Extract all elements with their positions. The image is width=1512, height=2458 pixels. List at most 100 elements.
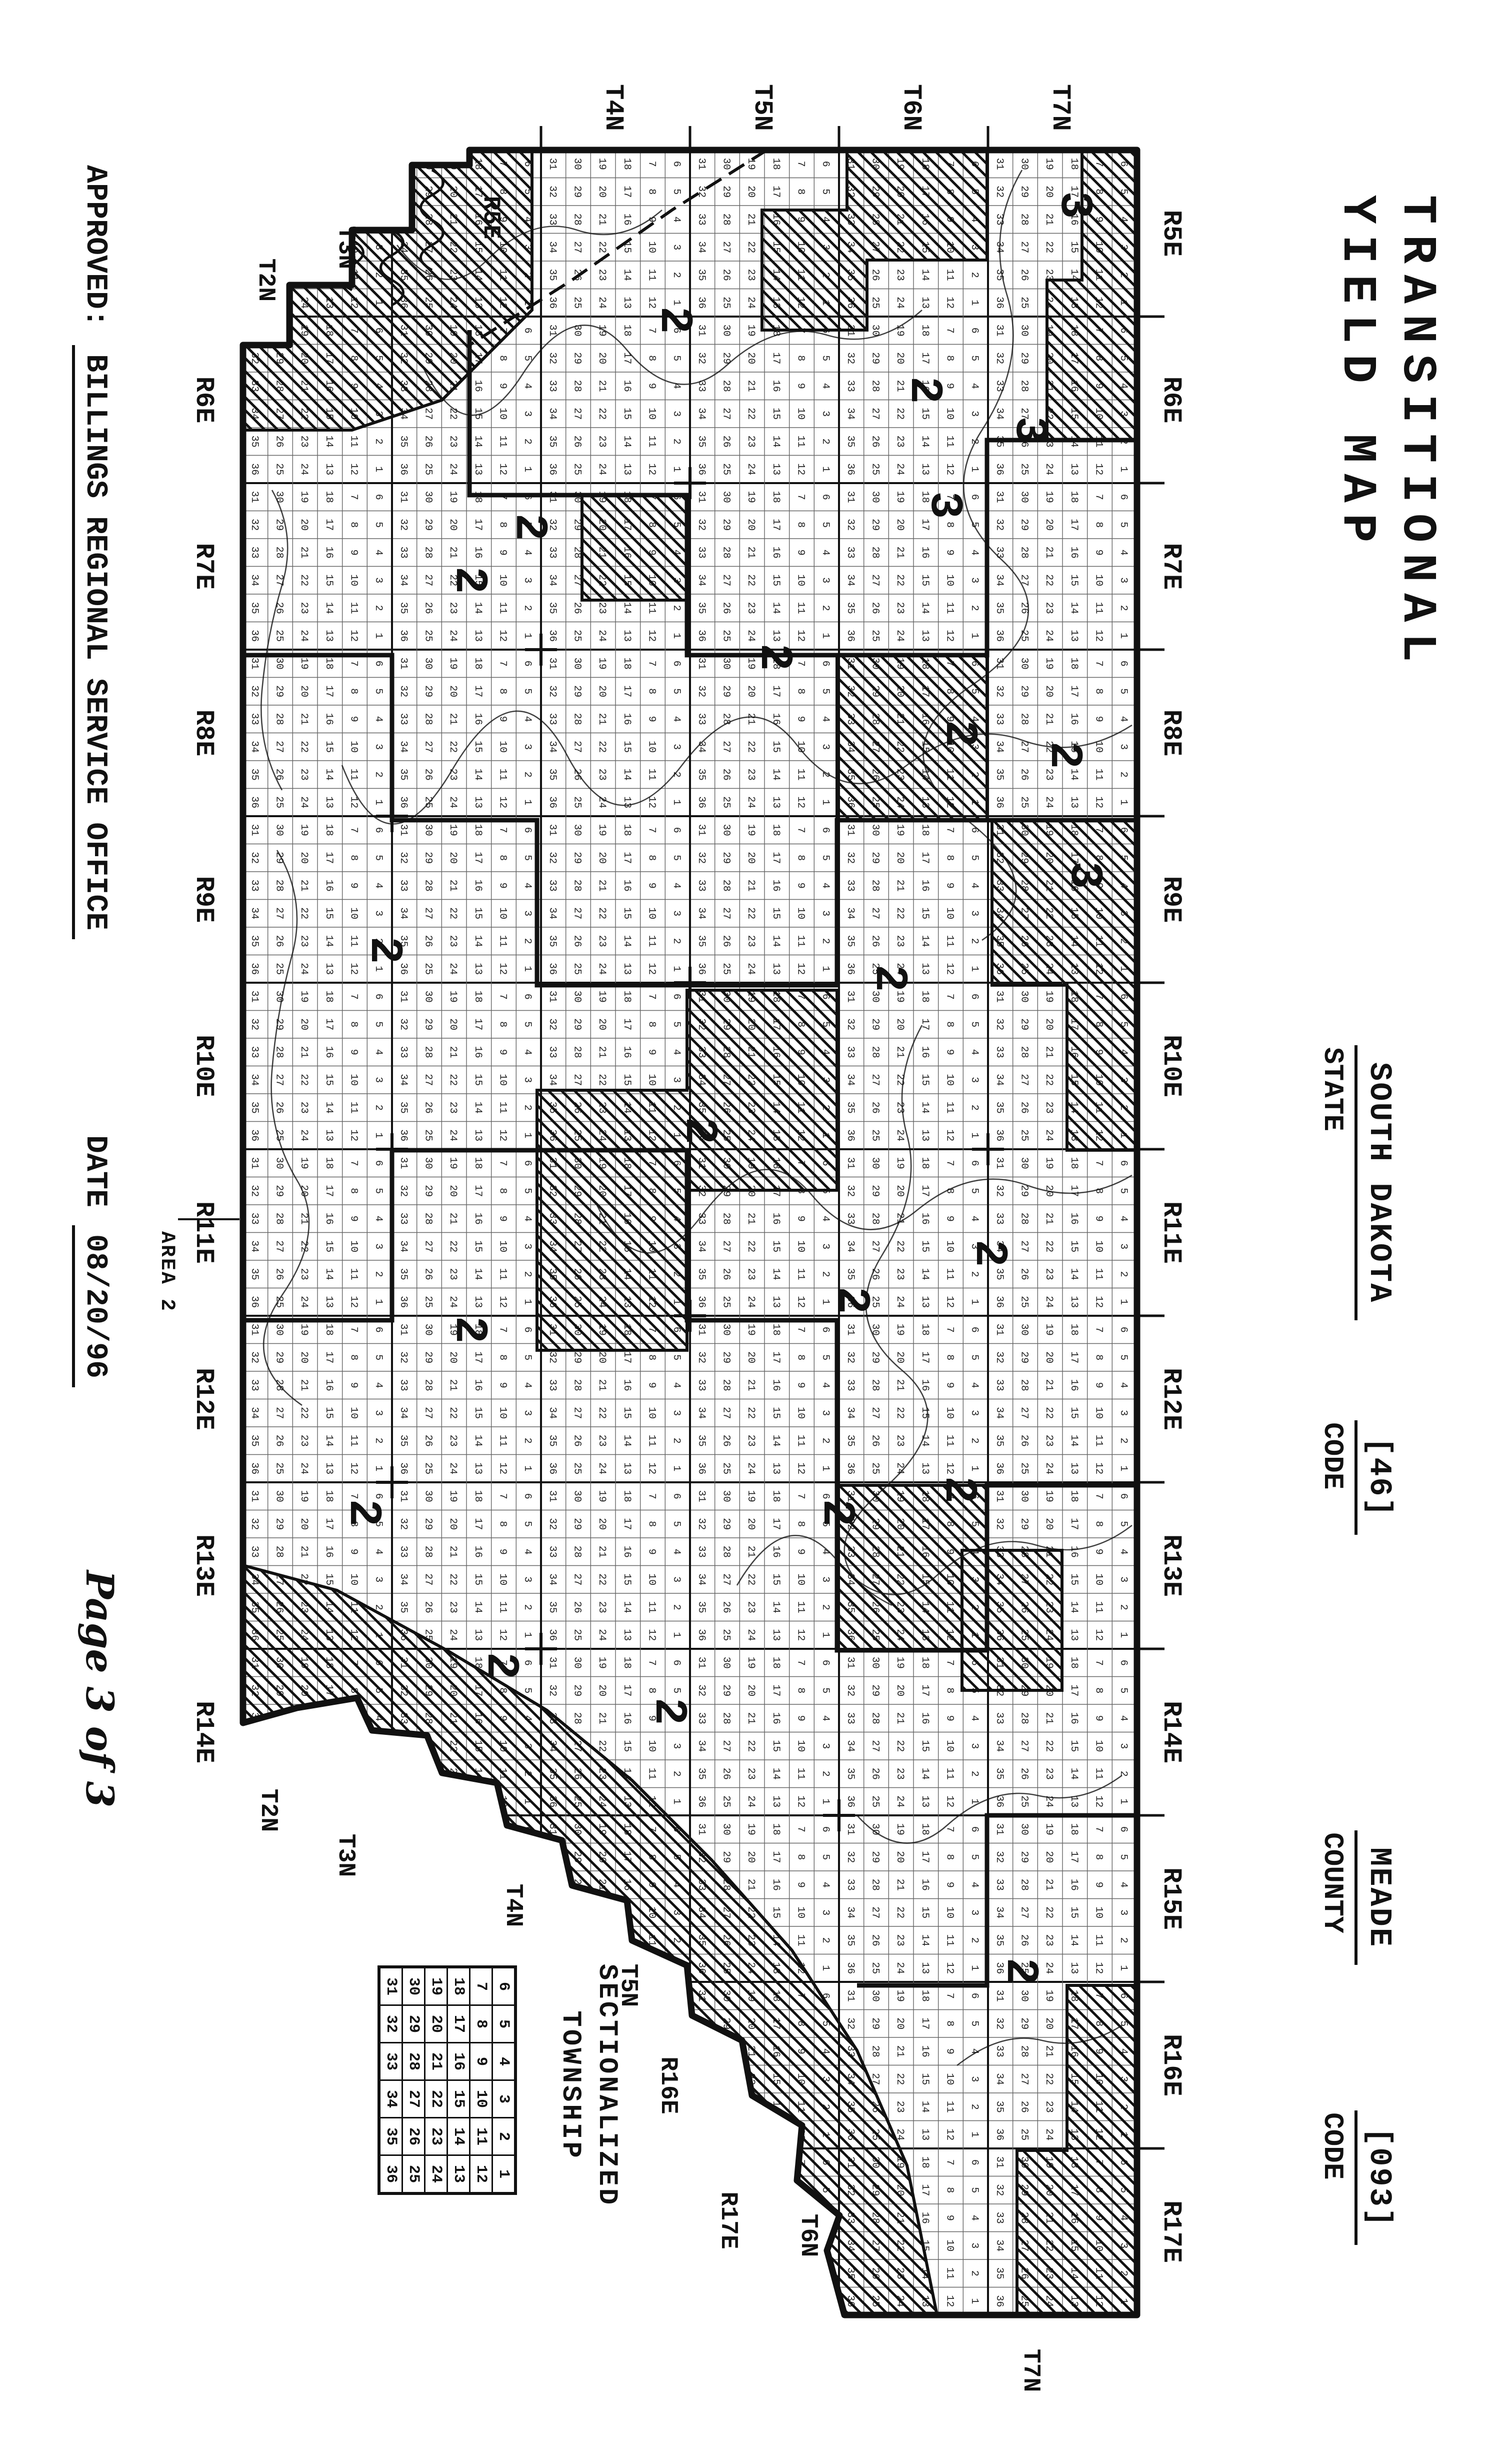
section-number: 14 xyxy=(1068,1601,1080,1613)
section-number: 31 xyxy=(248,491,260,503)
section-number: 16 xyxy=(621,880,632,892)
section-number: 12 xyxy=(795,1629,806,1641)
section-number: 34 xyxy=(994,1740,1005,1752)
section-number: 23 xyxy=(298,602,310,614)
section-number: 13 xyxy=(919,630,930,642)
section-number: 22 xyxy=(1043,1906,1054,1918)
section-number: 28 xyxy=(274,713,285,725)
section-number: 15 xyxy=(919,1740,930,1752)
section-number: 15 xyxy=(919,408,930,420)
section-number: 14 xyxy=(323,1435,334,1447)
section-number: 29 xyxy=(870,1351,881,1363)
section-number: 10 xyxy=(497,1573,508,1585)
section-number: 2 xyxy=(372,1604,384,1610)
legend-section-number: 2 xyxy=(492,2117,516,2155)
section-number: 35 xyxy=(248,1102,260,1114)
section-number: 35 xyxy=(398,1268,409,1280)
state-code-value: [46] xyxy=(1354,1420,1397,1535)
section-number: 14 xyxy=(919,1268,930,1280)
section-number: 18 xyxy=(1068,158,1080,170)
section-number: 29 xyxy=(422,1185,434,1197)
section-number: 3 xyxy=(968,1743,980,1749)
section-number: 32 xyxy=(994,1185,1005,1197)
section-number: 32 xyxy=(546,519,558,531)
section-number: 21 xyxy=(1043,1213,1054,1225)
section-number: 2 xyxy=(670,439,682,445)
section-number: 7 xyxy=(646,1493,658,1499)
section-number: 8 xyxy=(795,688,806,694)
section-number: 23 xyxy=(298,1268,310,1280)
section-number: 30 xyxy=(422,1823,434,1835)
section-number: 35 xyxy=(696,2267,707,2279)
section-number: 17 xyxy=(323,685,334,697)
section-number: 15 xyxy=(323,2073,334,2085)
section-number: 13 xyxy=(323,1962,334,1974)
section-number: 3 xyxy=(372,1243,384,1249)
section-number: 6 xyxy=(522,2159,533,2165)
section-number: 35 xyxy=(546,269,558,281)
section-number: 27 xyxy=(1018,1740,1030,1752)
section-number: 33 xyxy=(696,380,707,392)
section-number: 30 xyxy=(274,1157,285,1169)
section-number: 31 xyxy=(248,2156,260,2168)
section-number: 29 xyxy=(870,352,881,364)
section-number: 14 xyxy=(323,935,334,947)
section-number: 13 xyxy=(919,1129,930,1141)
section-number: 10 xyxy=(646,241,658,253)
section-number: 34 xyxy=(696,1740,707,1752)
section-number: 25 xyxy=(720,1296,732,1308)
section-number: 10 xyxy=(348,1740,360,1752)
section-number: 5 xyxy=(372,1354,384,1360)
section-number: 29 xyxy=(1018,2017,1030,2029)
section-number: 12 xyxy=(348,1462,360,1474)
section-number: 22 xyxy=(298,1074,310,1086)
section-number: 29 xyxy=(1018,352,1030,364)
section-number: 9 xyxy=(497,2215,508,2221)
section-number: 1 xyxy=(968,1465,980,1471)
section-number: 12 xyxy=(646,463,658,475)
section-number: 26 xyxy=(422,602,434,614)
section-number: 25 xyxy=(422,1296,434,1308)
section-number: 33 xyxy=(398,713,409,725)
section-number: 11 xyxy=(348,436,360,448)
section-number: 28 xyxy=(720,880,732,892)
section-number: 14 xyxy=(323,1934,334,1946)
section-number: 7 xyxy=(795,1327,806,1333)
section-number: 23 xyxy=(298,2101,310,2113)
date-label: DATE xyxy=(78,1135,112,1207)
section-number: 23 xyxy=(894,1268,906,1280)
section-number: 21 xyxy=(1043,1712,1054,1724)
section-number: 33 xyxy=(696,214,707,226)
yield-area-number: 2 xyxy=(642,1697,695,1725)
section-number: 8 xyxy=(795,522,806,528)
section-number: 8 xyxy=(1093,688,1104,694)
section-number: 22 xyxy=(1043,1074,1054,1086)
section-number: 26 xyxy=(870,935,881,947)
section-number: 1 xyxy=(968,966,980,972)
section-number: 33 xyxy=(696,2045,707,2057)
section-number: 28 xyxy=(422,1379,434,1391)
section-number: 4 xyxy=(1118,1882,1129,1888)
section-number: 11 xyxy=(497,1934,508,1946)
section-number: 33 xyxy=(546,1879,558,1891)
section-number: 24 xyxy=(894,1296,906,1308)
section-number: 25 xyxy=(1018,463,1030,475)
section-number: 6 xyxy=(522,1660,533,1666)
section-number: 15 xyxy=(1068,1906,1080,1918)
section-number: 1 xyxy=(372,1132,384,1138)
section-number: 33 xyxy=(546,214,558,226)
section-number: 33 xyxy=(994,380,1005,392)
section-number: 7 xyxy=(348,827,360,833)
section-number: 31 xyxy=(248,158,260,170)
section-number: 20 xyxy=(745,519,756,531)
section-number: 11 xyxy=(944,2101,956,2113)
section-number: 22 xyxy=(745,2239,756,2251)
section-number: 15 xyxy=(919,2073,930,2085)
section-number: 34 xyxy=(994,741,1005,753)
legend-section-number: 34 xyxy=(379,2080,402,2118)
section-number: 16 xyxy=(1068,713,1080,725)
section-number: 6 xyxy=(522,328,533,334)
section-number: 6 xyxy=(1118,661,1129,667)
section-number: 11 xyxy=(944,1768,956,1780)
